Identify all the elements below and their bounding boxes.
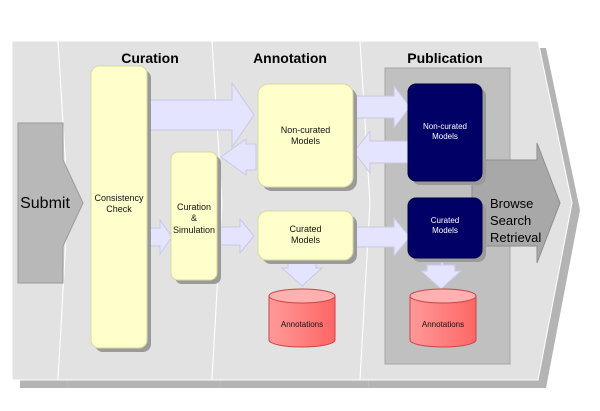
annotations-db-2-label: Annotations (421, 320, 465, 329)
non-curated-annotation-label: Non-curated Models (280, 125, 331, 147)
arrow-noncurated-to-simulation (220, 138, 257, 176)
curated-annotation-box (257, 210, 354, 261)
publication-db-connector (419, 264, 463, 290)
navy-boxes (407, 83, 483, 259)
curated-publication-box (407, 197, 483, 259)
curation-simulation-label: Curation & Simulation (172, 202, 216, 235)
browse-label: Browse (490, 196, 534, 211)
annotations-db-1-label: Annotations (280, 320, 324, 329)
annotations-db-1 (268, 288, 336, 348)
submit-label: Submit (20, 195, 70, 212)
stage-title-annotation: Annotation (253, 50, 327, 66)
curation-simulation-box (170, 151, 218, 281)
arrow-check-to-noncurated (149, 81, 255, 149)
non-curated-publication-label: Non-curated Models (422, 122, 468, 141)
non-curated-publication-box (407, 83, 483, 182)
curated-publication-label: Curated Models (430, 216, 460, 235)
submit-arrow (17, 122, 84, 284)
yellow-boxes (90, 65, 354, 349)
arrow-noncurated-to-publication (351, 84, 411, 130)
stage-title-publication: Publication (407, 50, 483, 66)
search-label: Search (490, 213, 532, 228)
annotations-db-2 (409, 288, 477, 348)
consistency-check-label: Consistency Check (94, 193, 144, 215)
arrow-curated-to-publication (351, 216, 411, 258)
retrieval-label: Retrieval (490, 230, 542, 245)
non-curated-annotation-box (257, 83, 354, 188)
stage-title-curation: Curation (121, 50, 179, 66)
arrow-publication-to-noncurated (353, 129, 411, 175)
consistency-check-box (90, 65, 148, 349)
curated-annotation-label: Curated Models (289, 224, 322, 246)
